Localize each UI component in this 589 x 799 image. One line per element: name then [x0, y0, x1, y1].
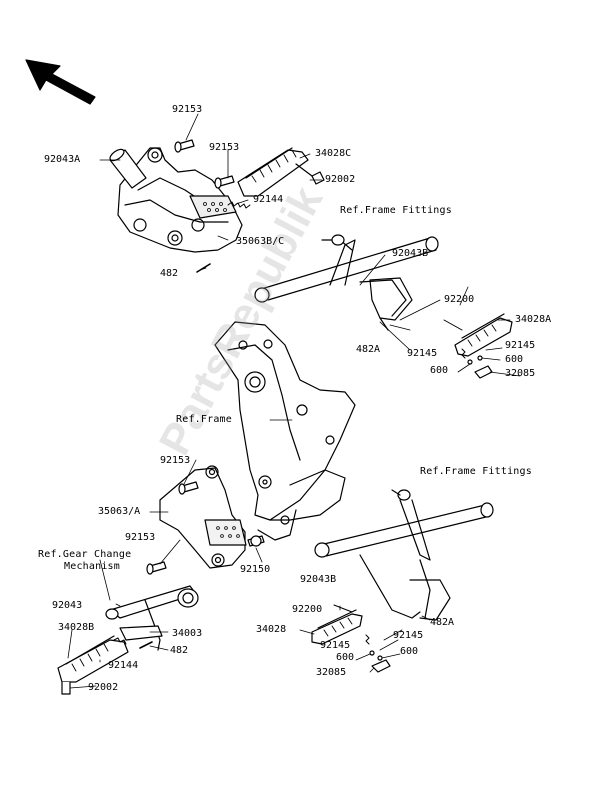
label-600: 600 — [336, 652, 355, 663]
label-35063-A: 35063/A — [98, 506, 141, 517]
label-92145: 92145 — [505, 340, 536, 351]
label-34028B: 34028B — [58, 622, 95, 633]
ref-frame-fittings-bottom: Ref.Frame Fittings — [420, 466, 532, 477]
bracket-lower-left — [146, 465, 265, 575]
label-34028A: 34028A — [515, 314, 552, 325]
label-92002: 92002 — [325, 174, 356, 185]
label-32085: 32085 — [316, 667, 347, 678]
label-92145: 92145 — [393, 630, 424, 641]
label-92153: 92153 — [160, 455, 191, 466]
footpeg-34028 — [311, 604, 391, 673]
bracket-top-left — [109, 139, 251, 273]
ref-frame: Ref.Frame — [176, 414, 232, 425]
label-34028: 34028 — [256, 624, 287, 635]
label-92200: 92200 — [444, 294, 475, 305]
label-92043B: 92043B — [392, 248, 429, 259]
label-92153: 92153 — [209, 142, 240, 153]
label-92200: 92200 — [292, 604, 323, 615]
label-600: 600 — [400, 646, 419, 657]
label-600: 600 — [430, 365, 449, 376]
label-92145: 92145 — [407, 348, 438, 359]
label-34003: 34003 — [172, 628, 203, 639]
footpeg-34028C — [237, 147, 325, 197]
label-92153: 92153 — [125, 532, 156, 543]
ref-gear-change-1: Ref.Gear Change — [38, 549, 132, 560]
label-482A: 482A — [356, 344, 381, 355]
footpeg-34028A — [443, 313, 513, 379]
gear-change-pedal — [105, 585, 199, 651]
label-482: 482 — [170, 645, 189, 656]
label-92145: 92145 — [320, 640, 351, 651]
label-92150: 92150 — [240, 564, 271, 575]
label-482A: 482A — [430, 617, 455, 628]
label-92153: 92153 — [172, 104, 203, 115]
ref-frame-fittings-top: Ref.Frame Fittings — [340, 205, 452, 216]
footpeg-34028B — [57, 635, 153, 695]
label-32085: 32085 — [505, 368, 536, 379]
label-92043: 92043 — [52, 600, 83, 611]
label-92002: 92002 — [88, 682, 119, 693]
label-92144: 92144 — [253, 194, 284, 205]
label-92043B: 92043B — [300, 574, 337, 585]
leader-lines — [67, 113, 521, 689]
label-92043A: 92043A — [44, 154, 81, 165]
frame-fittings-top — [254, 234, 439, 331]
label-92144: 92144 — [108, 660, 139, 671]
label-600: 600 — [505, 354, 524, 365]
label-35063B-C: 35063B/C — [236, 236, 285, 247]
direction-arrow-icon — [25, 59, 96, 105]
label-34028C: 34028C — [315, 148, 352, 159]
frame-fittings-bottom — [314, 489, 494, 621]
ref-gear-change-2: Mechanism — [64, 561, 120, 572]
frame-main — [214, 321, 356, 541]
label-482: 482 — [160, 268, 179, 279]
